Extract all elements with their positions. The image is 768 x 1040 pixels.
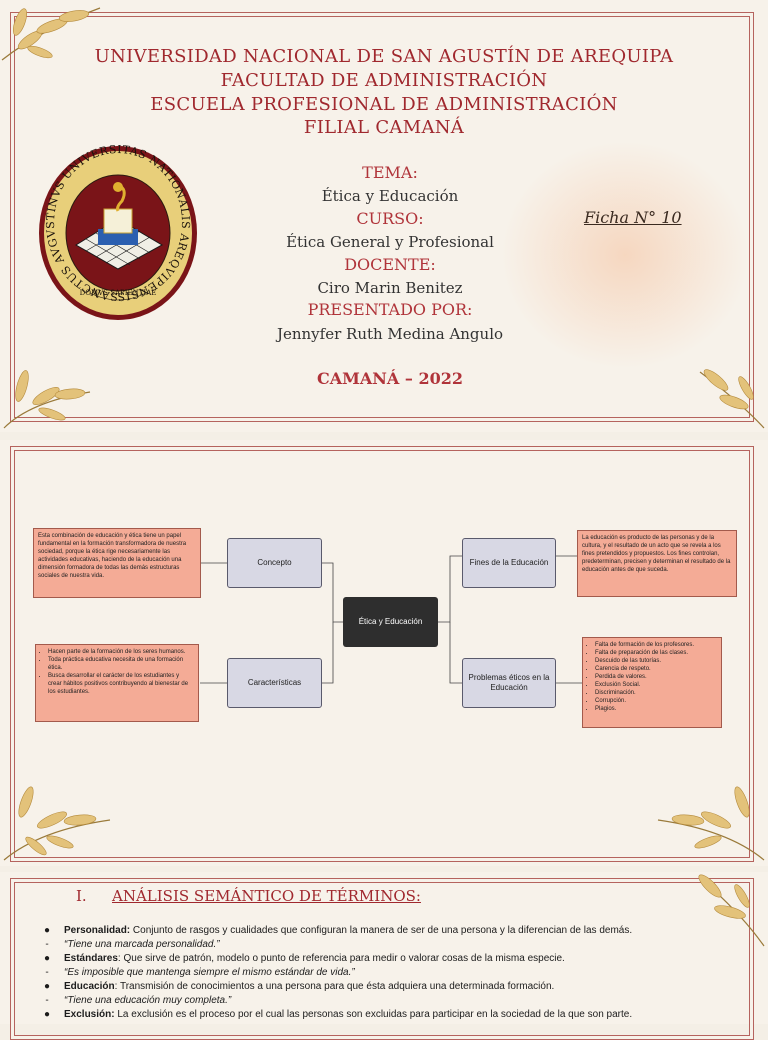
tema-value: Ética y Educación — [321, 187, 459, 205]
term-definition: : Que sirve de patrón, modelo o punto de… — [117, 953, 565, 964]
cover-frame — [10, 12, 754, 422]
term-name: Exclusión: — [64, 1009, 115, 1020]
branch-name: FILIAL CAMANÁ — [303, 117, 465, 138]
term-example: “Es imposible que mantenga siempre el mi… — [64, 967, 355, 978]
watercolor-stain — [500, 140, 750, 370]
fines-node: Fines de la Educación — [462, 538, 556, 588]
section-number: I. — [76, 887, 87, 905]
mindmap-page: Esta combinación de educación y ética ti… — [0, 440, 768, 866]
problema-item: Perdida de valores. — [595, 673, 717, 681]
term-name: Educación — [64, 981, 115, 992]
caracteristica-item: Hacen parte de la formación de los seres… — [48, 648, 194, 656]
term-example: “Tiene una educación muy completa.” — [64, 995, 232, 1006]
leaf-branch-icon — [3, 786, 111, 861]
city-year: CAMANÁ – 2022 — [317, 369, 463, 388]
term-example: “Tiene una marcada personalidad.” — [64, 939, 220, 950]
docente-value: Ciro Marin Benitez — [317, 279, 463, 297]
problema-item: Discriminación. — [595, 689, 717, 697]
concepto-note: Esta combinación de educación y ética ti… — [33, 528, 201, 598]
curso-label: CURSO: — [356, 209, 424, 228]
caracteristicas-note: Hacen parte de la formación de los seres… — [35, 644, 199, 722]
seal-motto: DOMVS SAPIENTIAE — [80, 289, 157, 297]
caracteristicas-node: Características — [227, 658, 322, 708]
problemas-note: Falta de formación de los profesores. Fa… — [582, 637, 722, 728]
problema-item: Falta de preparación de las clases. — [595, 649, 717, 657]
mindmap-connectors — [200, 555, 582, 684]
university-name: UNIVERSIDAD NACIONAL DE SAN AGUSTÍN DE A… — [94, 46, 674, 67]
presentado-value: Jennyfer Ruth Medina Angulo — [276, 325, 504, 343]
leaf-branch-icon — [3, 370, 91, 429]
cover-page: UNIVERSIDAD NACIONAL DE SAN AGUSTÍN DE A… — [0, 0, 768, 432]
term-definition: La exclusión es el proceso por el cual l… — [114, 1009, 633, 1020]
leaf-branch-icon — [698, 874, 765, 947]
leaf-branch-icon — [657, 786, 765, 861]
mindmap-frame — [10, 446, 754, 862]
fines-note: La educación es producto de las personas… — [577, 530, 737, 597]
concepto-node: Concepto — [227, 538, 322, 588]
tema-label: TEMA: — [362, 163, 418, 182]
presentado-label: PRESENTADO POR: — [307, 300, 473, 319]
term-name: Personalidad: — [64, 925, 131, 936]
school-name: ESCUELA PROFESIONAL DE ADMINISTRACIÓN — [150, 94, 618, 115]
leaf-branch-icon — [699, 369, 765, 429]
ficha-number: Ficha N° 10 — [584, 208, 682, 227]
leaf-branch-icon — [1, 7, 101, 61]
faculty-name: FACULTAD DE ADMINISTRACIÓN — [220, 70, 548, 91]
center-node: Ética y Educación — [343, 597, 438, 647]
term-name: Estándares — [64, 953, 118, 964]
problema-item: Carencia de respeto. — [595, 665, 717, 673]
section-title: ANÁLISIS SEMÁNTICO DE TÉRMINOS: — [112, 887, 421, 905]
curso-value: Ética General y Profesional — [286, 233, 494, 251]
caracteristica-item: Busca desarrollar el carácter de los est… — [48, 672, 194, 696]
caracteristica-item: Toda práctica educativa necesita de una … — [48, 656, 194, 672]
problema-item: Plagios. — [595, 705, 717, 713]
docente-label: DOCENTE: — [344, 255, 436, 274]
problema-item: Exclusión Social. — [595, 681, 717, 689]
analysis-page — [0, 872, 768, 1040]
university-seal-icon: SANCTUS AVGVSTINVS UNIVERSITAS NATIONALI… — [39, 145, 197, 320]
problemas-node: Problemas éticos en la Educación — [462, 658, 556, 708]
term-definition: : Transmisión de conocimientos a una per… — [114, 981, 555, 992]
problema-item: Descuido de las tutorías. — [595, 657, 717, 665]
problema-item: Corrupción. — [595, 697, 717, 705]
problema-item: Falta de formación de los profesores. — [595, 641, 717, 649]
term-definition: Conjunto de rasgos y cualidades que conf… — [130, 925, 633, 936]
